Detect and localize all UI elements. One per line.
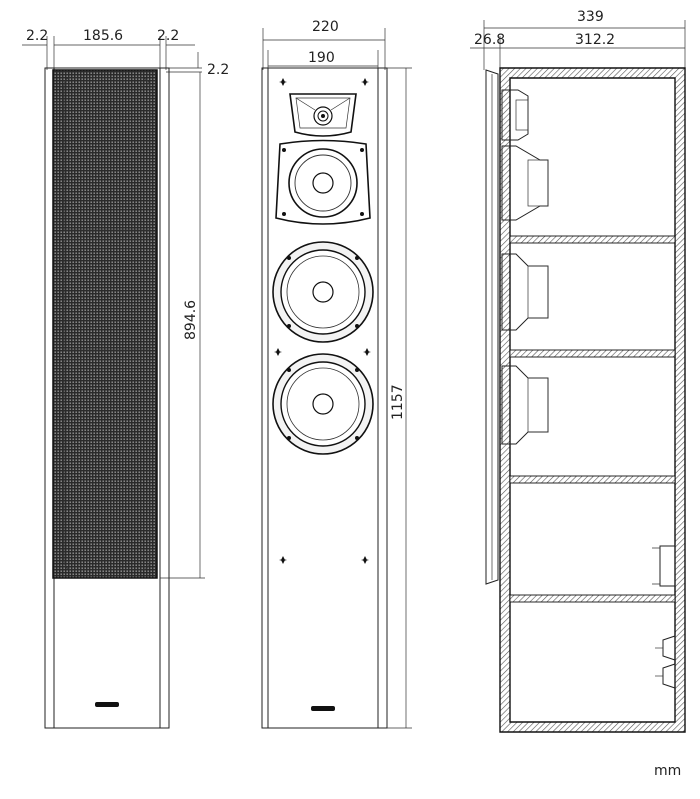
dim-grille-depth: 26.8 bbox=[474, 32, 505, 48]
dim-total-depth: 339 bbox=[577, 9, 604, 25]
unit-label: mm bbox=[654, 763, 681, 779]
front-view-with-grille: 2.2 185.6 2.2 2.2 894.6 bbox=[22, 28, 229, 728]
dim-baffle-width: 190 bbox=[308, 50, 335, 66]
dim-grille-frame-top: 2.2 bbox=[207, 62, 229, 78]
dim-grille-width: 185.6 bbox=[83, 28, 123, 44]
grille-panel bbox=[53, 70, 157, 578]
dim-grille-frame-left: 2.2 bbox=[26, 28, 48, 44]
dim-grille-frame-right: 2.2 bbox=[157, 28, 179, 44]
dim-total-height: 1157 bbox=[390, 384, 406, 420]
brand-logo-middle bbox=[311, 706, 335, 711]
dim-cabinet-depth: 312.2 bbox=[575, 32, 615, 48]
side-cross-section: 339 26.8 312.2 bbox=[470, 9, 685, 732]
dim-total-width: 220 bbox=[312, 19, 339, 35]
dim-grille-height: 894.6 bbox=[183, 300, 199, 340]
front-view-drivers: 220 190 bbox=[262, 19, 412, 728]
brand-logo-left bbox=[95, 702, 119, 707]
